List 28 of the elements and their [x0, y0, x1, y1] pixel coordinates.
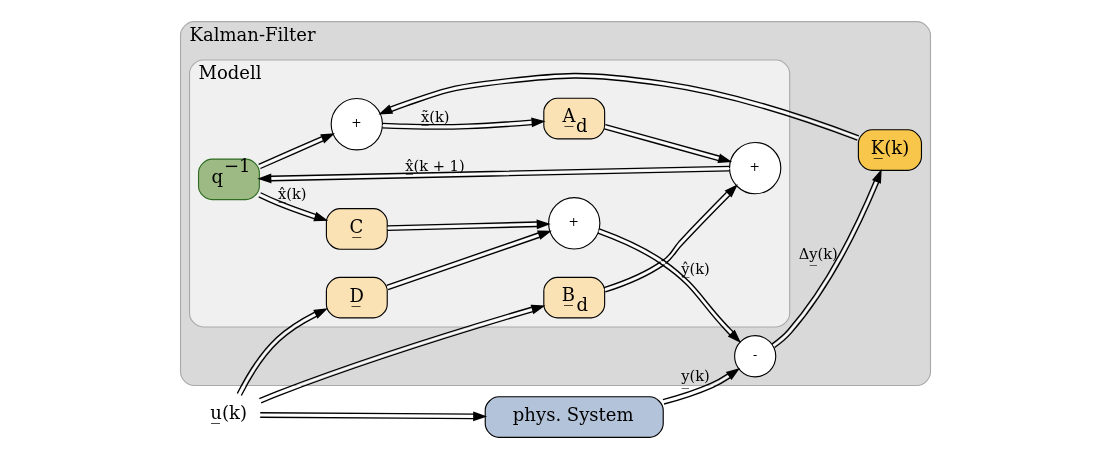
node-circle: -: [733, 335, 776, 378]
arrow: [258, 304, 545, 404]
arrow: [236, 308, 328, 397]
node-circle: +: [728, 141, 781, 195]
arrow: [602, 184, 738, 293]
arrow: [257, 133, 335, 170]
node-circle: +: [547, 197, 600, 250]
node-box: K̲(k): [857, 129, 922, 171]
node-box: D̲: [325, 276, 388, 319]
arrow: [385, 230, 552, 291]
arrow: [603, 123, 732, 164]
node-box: phys. System: [484, 396, 664, 438]
arrow: [770, 169, 882, 349]
arrow: [256, 165, 730, 184]
arrow: [257, 192, 328, 222]
edge-label: ŷ̲(k): [680, 260, 710, 278]
arrow: [377, 72, 860, 141]
arrow: [661, 368, 740, 405]
arrow: [381, 117, 545, 130]
arrow: [386, 219, 551, 232]
edge-label: x̲̃(k): [420, 108, 450, 126]
edge-label: x̲̂(k + 1): [404, 156, 465, 174]
node-box: C̲: [325, 208, 388, 250]
edge-label: x̲̂(k): [277, 184, 306, 202]
arrow: [596, 228, 741, 344]
arrow: [259, 411, 487, 422]
node-text: u̲(k): [209, 402, 247, 424]
node-circle: +: [330, 97, 383, 151]
